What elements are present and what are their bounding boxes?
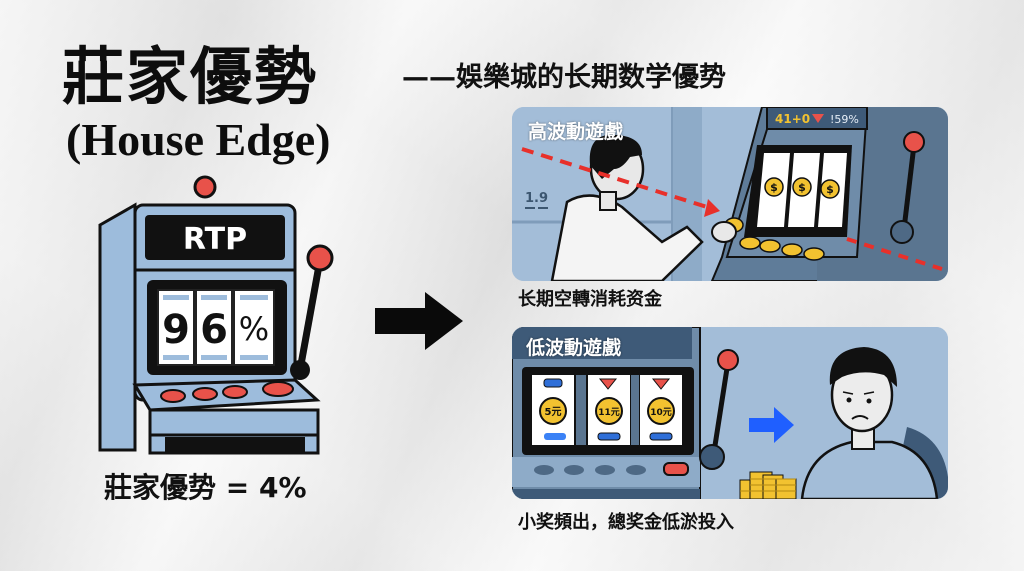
reel-value-3: 10元 [650,407,672,418]
rtp-sign: RTP [183,222,247,257]
arrow-right-icon [375,292,465,350]
svg-text:9: 9 [162,307,190,353]
svg-text:6: 6 [200,307,228,353]
page-subtitle: ——娛樂城的长期数学優势 [402,62,726,93]
panel-label-high-volatility: 高波動遊戲 [528,121,624,143]
svg-text:$: $ [770,181,778,194]
svg-text:!59%: !59% [830,113,859,126]
house-edge-label: 莊家優势 = 4% [104,471,307,504]
reel-value-2: 11元 [598,407,620,418]
caption-high-volatility: 长期空轉消耗资金 [518,289,662,310]
coin-stack-icon [739,471,797,499]
panel-label-low-volatility: 低波動遊戲 [526,337,622,359]
svg-text:$: $ [798,181,806,194]
svg-text:41+0: 41+0 [775,112,810,126]
high-volatility-panel: 1.9 41+0 !59% $ $ $ [512,107,948,281]
svg-text:$: $ [826,183,834,196]
reel-value-1: 5元 [545,406,562,418]
low-volatility-panel: 5元 11元 10元 [512,327,948,499]
page-title: 莊家優勢 [62,40,319,113]
slot-machine-icon: RTP 9 6 % [95,175,335,455]
caption-low-volatility: 小奖頻出，總奖金低淤投入 [518,512,734,533]
svg-text:%: % [239,310,269,348]
wall-number: 1.9 [525,191,548,206]
page-title-english: (House Edge) [66,114,331,165]
